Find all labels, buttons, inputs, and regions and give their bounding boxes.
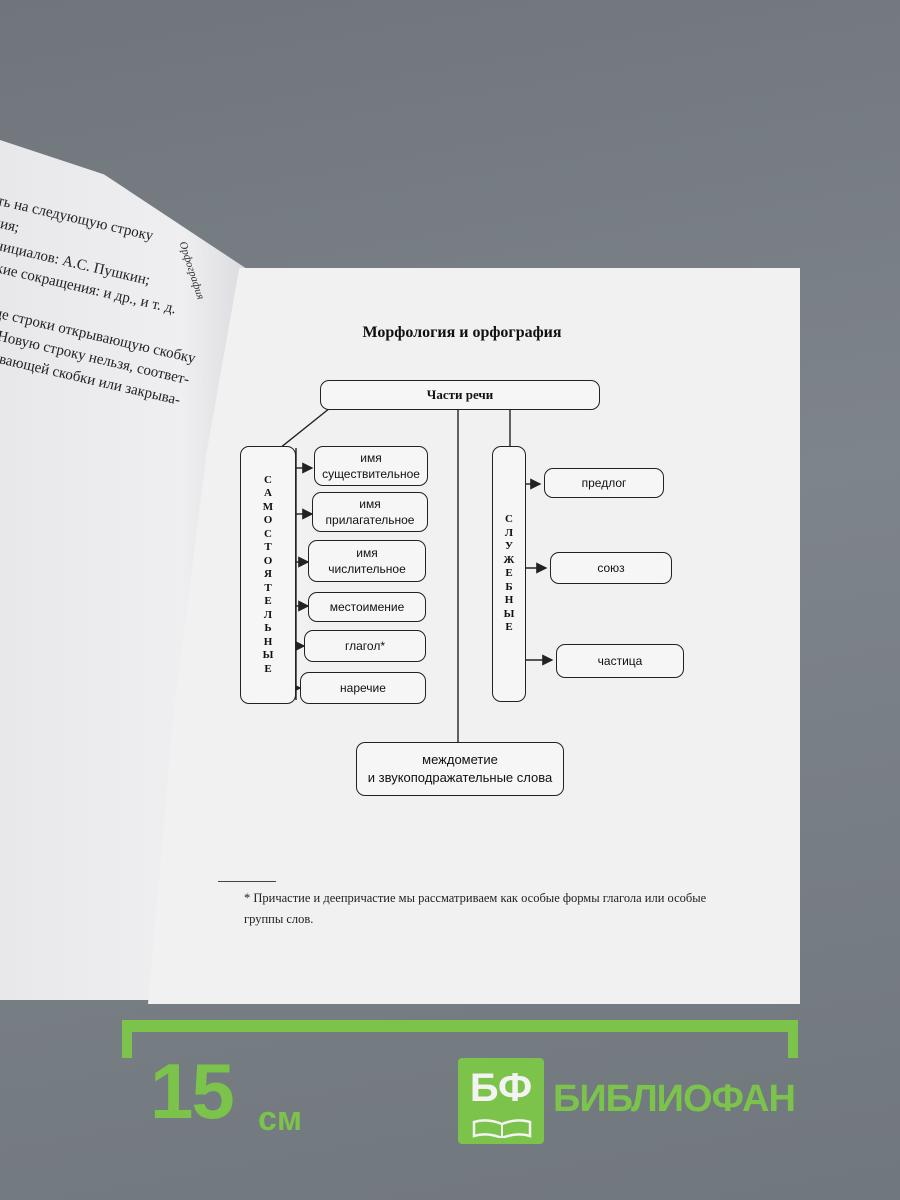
pos-label: имя [356, 545, 378, 560]
ruler-bar [122, 1020, 798, 1058]
vertical-letter: Ь [264, 622, 272, 635]
vertical-letter: С [264, 473, 272, 486]
vertical-letter: Ж [503, 553, 515, 566]
vertical-letter: Л [504, 526, 514, 539]
pos-box-verb: глагол* [304, 630, 426, 662]
pos-label: и звукоподражательные слова [367, 770, 553, 785]
pos-label: имя [360, 450, 382, 465]
vertical-letter: Е [264, 595, 272, 608]
pos-label: предлог [581, 475, 627, 490]
pos-label: прилагательное [325, 513, 415, 527]
pos-label: имя [359, 496, 381, 511]
vertical-letter: Ы [262, 649, 274, 662]
logo-name: БИБЛИОФАН [553, 1078, 796, 1120]
ruler-unit: см [258, 1100, 303, 1138]
pos-label: местоимение [329, 599, 405, 614]
vertical-letter: А [264, 487, 272, 500]
vertical-letter: Я [264, 568, 272, 581]
logo-abbreviation: БФ [469, 1066, 533, 1110]
ruler-value: 15 [150, 1047, 235, 1135]
footnote-divider [218, 881, 276, 882]
pos-box-adjective: имя прилагательное [312, 492, 428, 532]
pos-box-particle: частица [556, 644, 684, 678]
vertical-letter: О [263, 554, 273, 567]
pos-label: числительное [328, 562, 406, 576]
vertical-letter: Е [264, 662, 272, 675]
root-label: Части речи [426, 387, 494, 403]
pos-box-conjunction: союз [550, 552, 672, 584]
pos-label: существительное [322, 467, 420, 481]
root-box: Части речи [320, 380, 600, 410]
pos-label: наречие [340, 680, 386, 695]
vertical-letter: Т [264, 581, 272, 594]
vertical-letter: Н [263, 635, 273, 648]
vertical-letter: О [263, 514, 273, 527]
page-title: Морфология и орфография [362, 324, 562, 341]
vertical-letter: Б [505, 580, 513, 593]
vertical-letter: Т [264, 541, 272, 554]
vertical-letter: Л [263, 608, 273, 621]
pos-box-pronoun: местоимение [308, 592, 426, 622]
pos-label: междометие [422, 752, 498, 768]
vertical-letter: Е [505, 621, 513, 634]
pos-label: союз [597, 560, 625, 575]
vertical-letter: С [264, 527, 272, 540]
pos-box-numeral: имя числительное [308, 540, 426, 582]
vertical-letter: Ы [503, 607, 515, 620]
pos-label: частица [597, 653, 643, 668]
book-icon [472, 1119, 532, 1138]
pos-label: глагол* [345, 638, 385, 653]
vertical-letter: У [504, 540, 514, 553]
vertical-letter: С [505, 513, 513, 526]
pos-box-interjection: междометие и звукоподражательные слова [356, 742, 564, 796]
vertical-letter: Н [504, 594, 514, 607]
pos-box-preposition: предлог [544, 468, 664, 498]
vertical-letter: М [262, 500, 274, 513]
vertical-letter: Е [505, 567, 513, 580]
pos-box-noun: имя существительное [314, 446, 428, 486]
footnote: * Причастие и деепричастие мы рассматрив… [244, 891, 707, 926]
pos-box-adverb: наречие [300, 672, 426, 704]
